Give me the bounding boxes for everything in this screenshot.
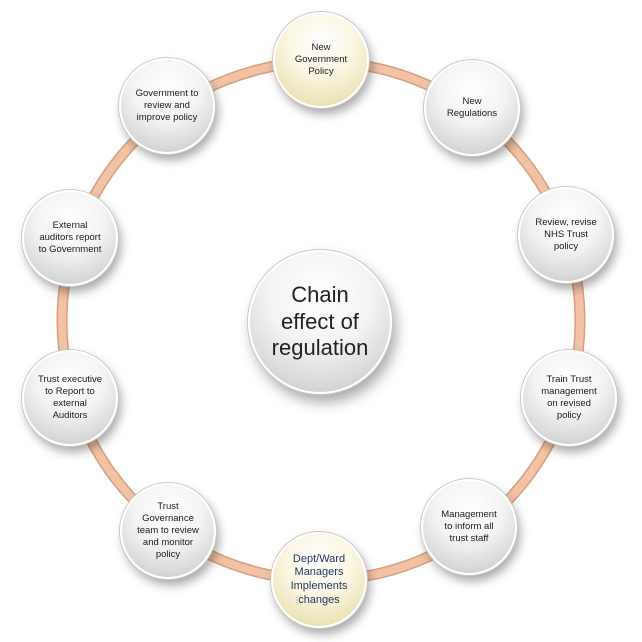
step-trust-executive-report: Trust executive to Report to external Au…: [22, 350, 118, 446]
step-trust-governance-team: Trust Governance team to review and moni…: [120, 483, 216, 579]
step-train-trust-management: Train Trust management on revised policy: [521, 350, 617, 446]
step-external-auditors-report: External auditors report to Government: [22, 190, 118, 286]
step-review-revise-policy: Review, revise NHS Trust policy: [518, 187, 614, 283]
center-label: Chain effect of regulation: [271, 281, 369, 361]
step-label: External auditors report to Government: [38, 220, 102, 255]
step-label: Management to inform all trust staff: [441, 509, 497, 544]
step-new-government-policy: New Government Policy: [273, 12, 369, 108]
step-label: New Regulations: [446, 96, 498, 119]
step-label: New Government Policy: [294, 42, 348, 77]
step-management-inform-staff: Management to inform all trust staff: [421, 479, 517, 575]
step-government-review-policy: Government to review and improve policy: [119, 58, 215, 154]
step-label: Review, revise NHS Trust policy: [535, 217, 597, 252]
step-label: Train Trust management on revised policy: [541, 374, 597, 421]
step-label: Government to review and improve policy: [135, 88, 199, 123]
center-title: Chain effect of regulation: [248, 250, 392, 394]
step-label: Trust executive to Report to external Au…: [37, 374, 103, 421]
step-dept-ward-managers: Dept/Ward Managers Implements changes: [271, 532, 367, 628]
step-new-regulations: New Regulations: [424, 60, 520, 156]
step-label: Trust Governance team to review and moni…: [137, 501, 199, 560]
step-label: Dept/Ward Managers Implements changes: [290, 552, 348, 606]
